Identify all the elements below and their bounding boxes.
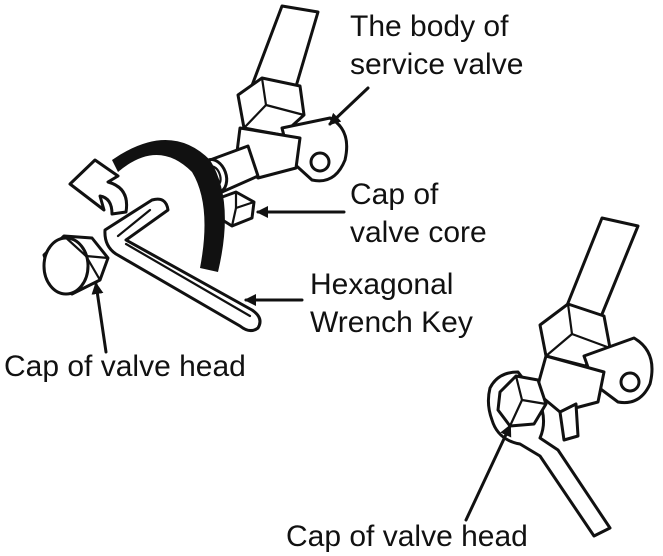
hexagonal-wrench-key: [103, 197, 262, 333]
label-body-of-service-valve-line2: service valve: [350, 48, 524, 81]
label-hexagonal-wrench-key-line1: Hexagonal: [310, 268, 454, 301]
label-cap-of-valve-head-left: Cap of valve head: [4, 350, 246, 383]
arrow-cap-of-valve-head-left: [91, 282, 108, 354]
left-valve-head-cap: [42, 234, 110, 296]
arrow-cap-of-valve-head-right: [464, 424, 512, 522]
label-cap-of-valve-head-right: Cap of valve head: [286, 520, 528, 553]
left-flange-hole: [309, 151, 331, 173]
label-cap-of-valve-core-line1: Cap of: [350, 178, 439, 211]
rotation-band: [112, 140, 225, 272]
rotation-arrow-icon: [68, 158, 129, 216]
right-valve-assembly: [486, 216, 654, 538]
label-cap-of-valve-core-line2: valve core: [350, 216, 487, 249]
right-flange-hole: [619, 371, 641, 393]
label-hexagonal-wrench-key-line2: Wrench Key: [310, 306, 473, 339]
label-body-of-service-valve-line1: The body of: [350, 10, 509, 43]
arrow-body-of-service-valve: [328, 86, 370, 126]
